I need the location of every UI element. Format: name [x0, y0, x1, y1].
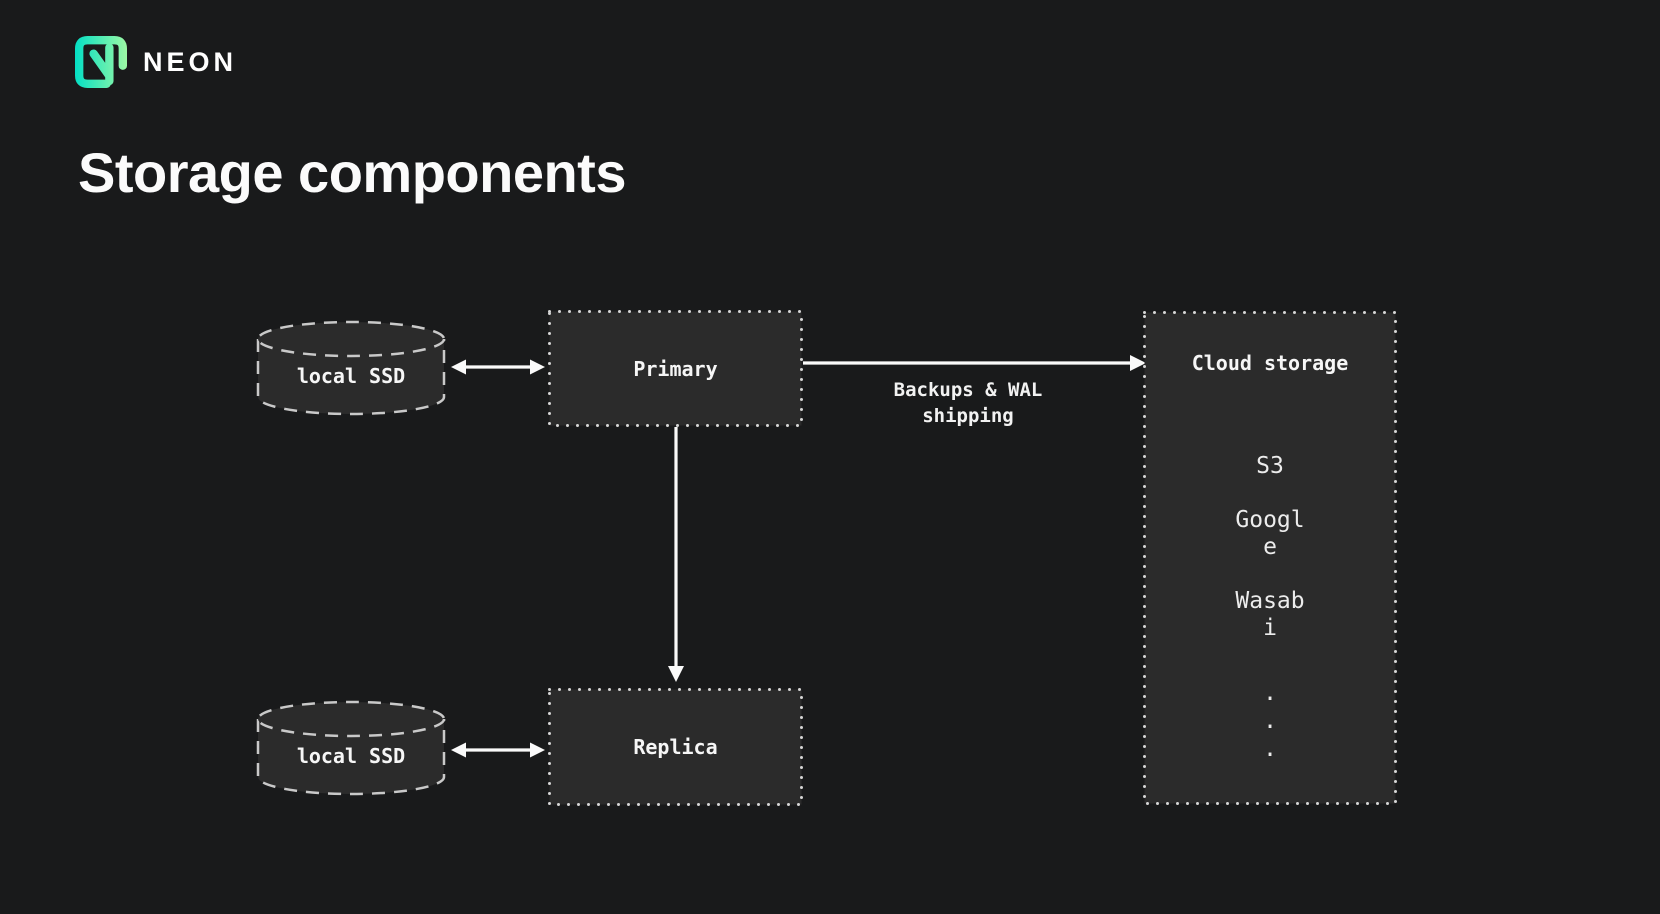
node-local-ssd-bottom: local SSD: [256, 700, 446, 796]
arrow-right-icon: [803, 355, 1146, 371]
ellipsis-dot: .: [1263, 708, 1277, 734]
dotted-border: [548, 688, 803, 806]
node-label: Replica: [633, 735, 718, 759]
node-label: Primary: [633, 356, 718, 381]
node-label: local SSD: [296, 744, 406, 768]
node-label: local SSD: [296, 364, 406, 388]
node-primary: Primary: [548, 310, 803, 427]
cloud-storage-title: Cloud storage: [1191, 351, 1349, 375]
ellipsis-dots: . . .: [1263, 679, 1277, 763]
double-arrow-icon: [451, 742, 545, 758]
arrow-label-backups-wal: Backups & WAL shipping: [893, 379, 1043, 427]
node-cloud-storage: Cloud storage S3 Google Wasabi . . .: [1143, 311, 1397, 805]
cloud-item-s3: S3: [1256, 453, 1284, 479]
double-arrow-icon: [451, 359, 545, 375]
dotted-border: [548, 310, 803, 427]
cloud-item-wasabi: Wasabi: [1235, 588, 1305, 641]
dotted-border: [1143, 311, 1397, 805]
cylinder-shape: [256, 700, 446, 796]
page-title: Storage components: [78, 141, 626, 204]
cloud-storage-items: S3 Google Wasabi: [1235, 453, 1304, 669]
ellipsis-dot: .: [1263, 680, 1277, 706]
ellipsis-dot: .: [1263, 736, 1277, 762]
neon-logo-icon: [75, 36, 127, 88]
cloud-item-google: Google: [1235, 507, 1305, 560]
cylinder-shape: [256, 320, 446, 416]
node-local-ssd-top: local SSD: [256, 320, 446, 416]
node-replica: Replica: [548, 688, 803, 806]
brand: NEON: [75, 36, 237, 88]
brand-wordmark: NEON: [143, 46, 238, 77]
arrow-down-icon: [668, 427, 684, 682]
